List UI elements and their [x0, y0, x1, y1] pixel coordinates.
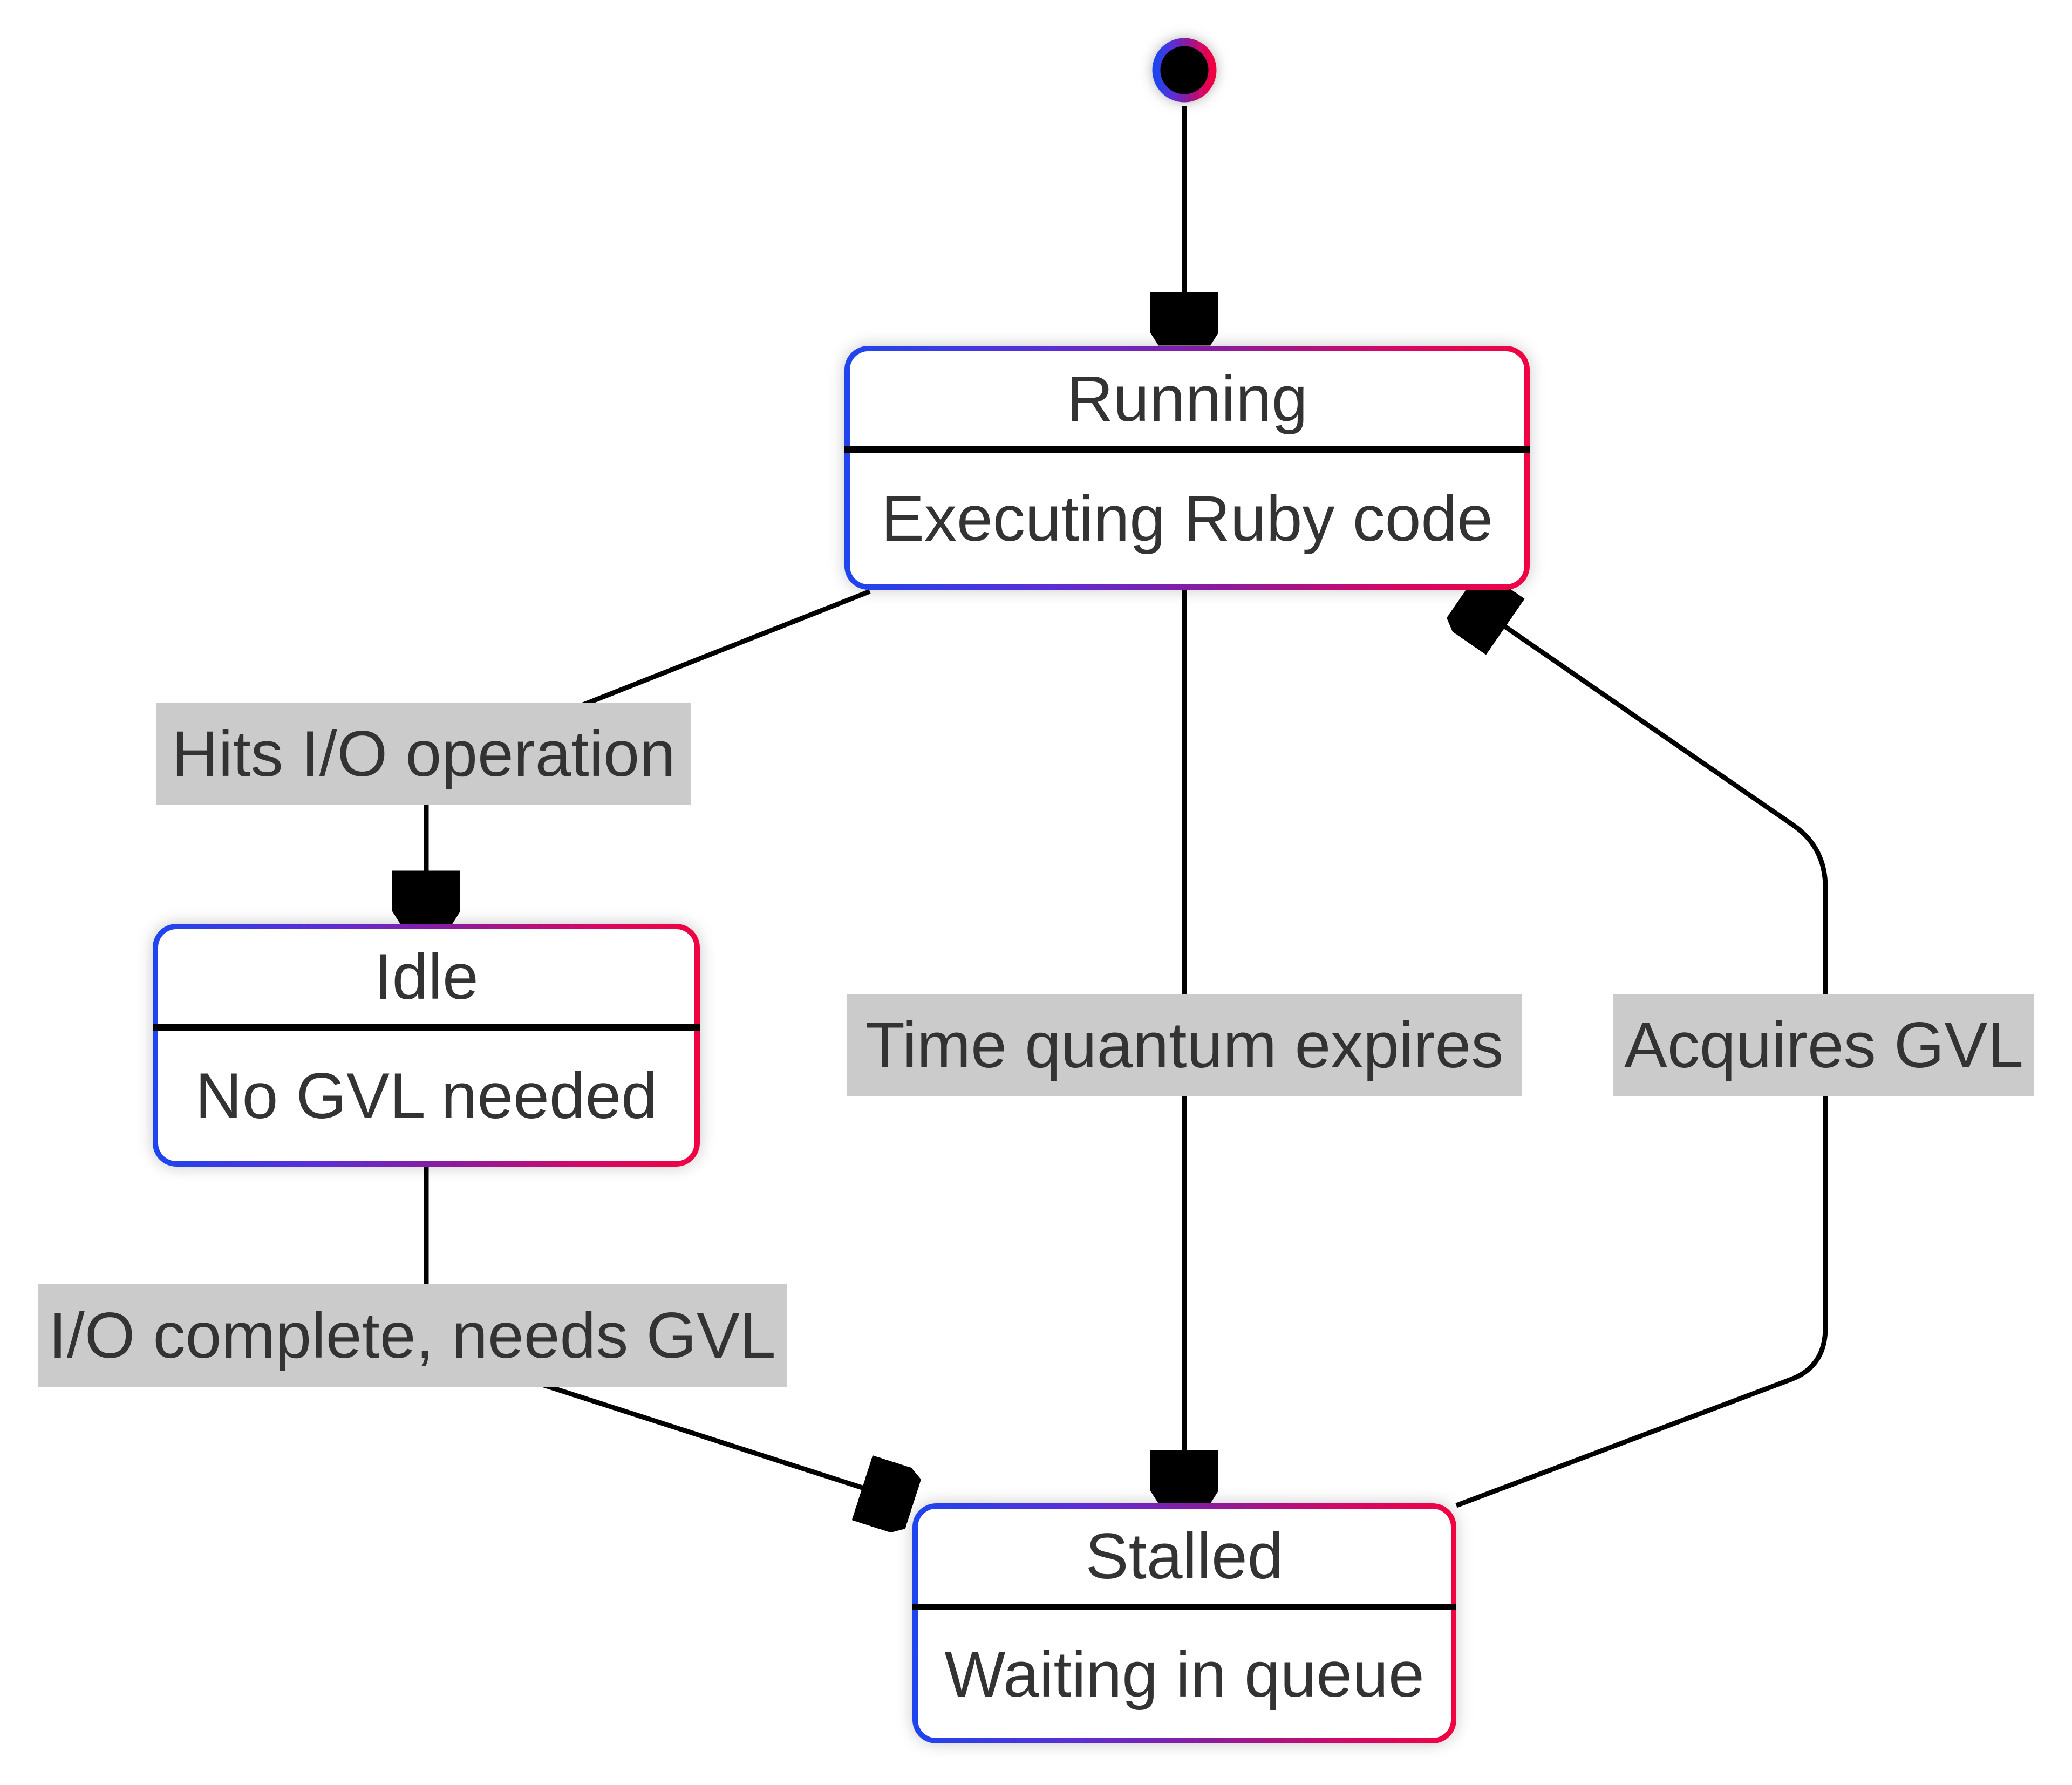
state-running-divider: [844, 446, 1530, 453]
edge-label-acquires-gvl: Acquires GVL: [1613, 994, 2034, 1096]
state-stalled-title: Stalled: [1085, 1520, 1284, 1592]
edge-idle-to-stalled-lower: [543, 1382, 911, 1503]
edge-label-io-complete-needs-gvl: I/O complete, needs GVL: [38, 1284, 787, 1387]
state-idle-divider: [153, 1024, 700, 1031]
state-stalled-description: Waiting in queue: [944, 1638, 1424, 1711]
state-idle-description: No GVL needed: [195, 1060, 658, 1132]
state-running: Running Executing Ruby code: [844, 346, 1530, 590]
state-stalled-divider: [912, 1604, 1456, 1610]
edge-running-to-idle-upper: [549, 589, 871, 720]
initial-state-dot: [1152, 38, 1217, 103]
edge-stalled-to-running: [1456, 598, 1828, 1508]
state-idle-title: Idle: [374, 941, 479, 1013]
state-running-description: Executing Ruby code: [881, 482, 1494, 555]
state-stalled: Stalled Waiting in queue: [912, 1503, 1456, 1743]
edge-label-hits-io-operation: Hits I/O operation: [156, 703, 691, 805]
state-running-title: Running: [1066, 363, 1308, 435]
state-idle: Idle No GVL needed: [153, 924, 700, 1167]
edge-label-time-quantum-expires: Time quantum expires: [847, 994, 1522, 1096]
